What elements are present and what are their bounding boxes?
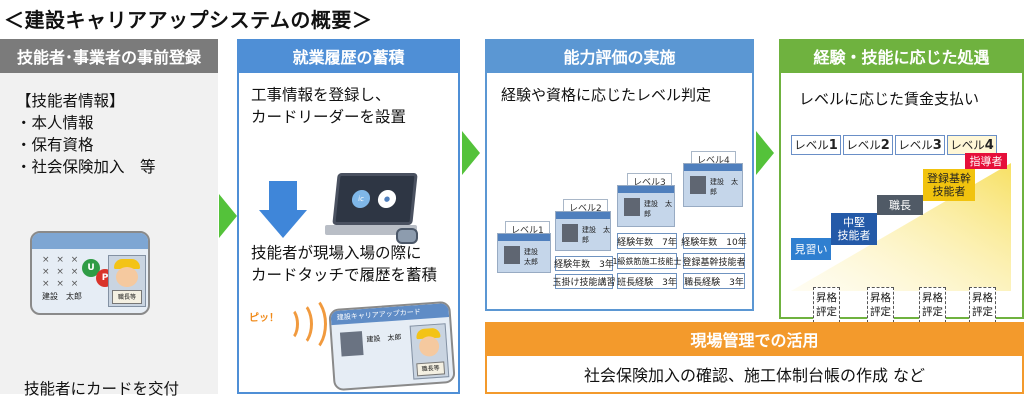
- level-prefix: レベル: [950, 138, 985, 152]
- level4-chip-2: 登録基幹技能者: [683, 253, 746, 269]
- laptop-icon: ic ●: [332, 173, 418, 225]
- worker-info-item-2: ・保有資格: [16, 136, 94, 154]
- card-stripe: [32, 233, 148, 249]
- card-dots: × × ×: [42, 255, 81, 265]
- card-badge-icon: U: [82, 259, 100, 277]
- card-name: 建設 太郎: [524, 248, 545, 266]
- level3-chip-3: 班長経験 3年: [617, 273, 677, 289]
- laptop-screen-icon: ic: [351, 190, 371, 208]
- level-prefix: レベル: [846, 138, 881, 152]
- panel-registration-header: 技能者･事業者の事前登録: [0, 39, 218, 73]
- panel-evaluation: 能力評価の実施 経験や資格に応じたレベル判定 レベル1 建設 太郎 レベル2 建…: [485, 39, 754, 311]
- eval-box-4: 昇格評定: [969, 287, 996, 323]
- history-text-4: カードタッチで履歴を蓄積: [251, 266, 438, 284]
- card-name: 建設 太郎: [710, 178, 738, 196]
- worker-badge: 職長等: [416, 361, 446, 377]
- person-icon: [504, 246, 520, 264]
- eval-box-2: 昇格評定: [867, 287, 894, 323]
- panel-history-header: 就業履歴の蓄積: [237, 39, 460, 73]
- level-number: 4: [984, 137, 994, 153]
- panel-evaluation-body: 経験や資格に応じたレベル判定 レベル1 建設 太郎 レベル2 建設 太郎 経験年…: [485, 73, 754, 311]
- arrow-down-icon: [259, 210, 307, 238]
- wage-growth-wedge: [791, 163, 1011, 291]
- level-number: 1: [828, 137, 838, 153]
- step-instructor: 指導者: [965, 153, 1007, 169]
- panel-evaluation-header: 能力評価の実施: [485, 39, 754, 73]
- worker-info-title: 【技能者情報】: [16, 92, 125, 110]
- card-name: 建設 太郎: [366, 333, 402, 344]
- panel-site-management-body: 社会保険加入の確認、施工体制台帳の作成 など: [485, 356, 1024, 394]
- card-dots: × × ×: [42, 279, 81, 289]
- worker-portrait-icon: 職長等: [409, 323, 450, 380]
- card-photo: [339, 331, 364, 357]
- panel-site-management-header: 現場管理での活用: [485, 322, 1024, 356]
- panel-registration-body: 【技能者情報】 ・本人情報 ・保有資格 ・社会保険加入 等 × × × × × …: [0, 73, 218, 398]
- flow-arrow-icon: [219, 194, 237, 238]
- page-title: ＜建設キャリアアップシステムの概要＞: [4, 8, 373, 32]
- level-card-2: 建設 太郎: [555, 211, 611, 251]
- level2-chip-1: 経験年数 3年: [554, 256, 614, 271]
- history-text-2: カードリーダーを設置: [251, 108, 407, 126]
- card-issue-caption: 技能者にカードを交付: [24, 380, 180, 398]
- worker-badge: 職長等: [112, 290, 142, 304]
- level4-chip-3: 職長経験 3年: [683, 273, 745, 289]
- level3-chip-1: 経験年数 7年: [617, 233, 677, 249]
- level-prefix: レベル: [898, 138, 933, 152]
- level-number: 3: [932, 137, 942, 153]
- flow-arrow-icon: [462, 131, 480, 175]
- level2-chip-2: 玉掛け技能講習: [553, 274, 616, 289]
- person-icon: [562, 224, 578, 242]
- card-name: 建設 太郎: [42, 292, 82, 301]
- level-card-4: 建設 太郎: [683, 163, 743, 207]
- person-icon: [624, 198, 640, 216]
- worker-portrait-icon: 職長等: [108, 255, 146, 307]
- card-dots: × × ×: [42, 267, 81, 277]
- level-card-1: 建設 太郎: [497, 233, 551, 273]
- step-registered-core: 登録基幹技能者: [923, 169, 975, 201]
- signal-wave-icon: [291, 295, 327, 353]
- card-name: 建設 太郎: [582, 226, 610, 244]
- worker-info-item-3: ・社会保険加入 等: [16, 158, 156, 176]
- laptop-base: [325, 225, 417, 235]
- flow-arrow-icon: [756, 131, 774, 175]
- eval-box-3: 昇格評定: [919, 287, 946, 323]
- history-text-1: 工事情報を登録し、: [251, 86, 391, 104]
- beep-text: ピッ！: [249, 313, 279, 324]
- panel-treatment-header: 経験・技能に応じた処遇: [779, 39, 1024, 73]
- panel-history: 就業履歴の蓄積 工事情報を登録し、 カードリーダーを設置 ic ● 技能者が現場…: [237, 39, 460, 394]
- step-apprentice: 見習い: [791, 238, 831, 260]
- person-icon: [690, 176, 706, 194]
- arrow-down-icon: [269, 181, 297, 211]
- panel-history-body: 工事情報を登録し、 カードリーダーを設置 ic ● 技能者が現場入場の際に カー…: [237, 73, 460, 394]
- panel-registration: 技能者･事業者の事前登録 【技能者情報】 ・本人情報 ・保有資格 ・社会保険加入…: [0, 39, 218, 398]
- level-number: 2: [880, 137, 890, 153]
- level4-chip-1: 経験年数 10年: [681, 233, 747, 249]
- step-foreman: 職長: [877, 195, 923, 215]
- eval-box-1: 昇格評定: [813, 287, 840, 323]
- laptop-screen-icon: ●: [377, 190, 397, 208]
- evaluation-subtitle: 経験や資格に応じたレベル判定: [501, 86, 712, 104]
- level3-chip-2: 1級鉄筋施工技能士: [612, 253, 682, 269]
- card-reader-icon: [396, 228, 418, 244]
- treatment-subtitle: レベルに応じた賃金支払い: [799, 90, 980, 108]
- worker-info-item-1: ・本人情報: [16, 114, 94, 132]
- level-card-3: 建設 太郎: [617, 185, 675, 227]
- level-prefix: レベル: [794, 138, 829, 152]
- career-card-image: × × × × × × × × × 建設 太郎 U P 職長等: [30, 231, 150, 315]
- panel-site-management: 現場管理での活用 社会保険加入の確認、施工体制台帳の作成 など: [485, 322, 1024, 394]
- card-name: 建設 太郎: [644, 200, 672, 218]
- step-mid-skilled: 中堅技能者: [831, 213, 877, 245]
- career-card-image: 建設キャリアアップカード 建設 太郎 職長等: [328, 300, 456, 392]
- history-text-3: 技能者が現場入場の際に: [251, 244, 422, 262]
- card-title: 建設キャリアアップカード: [330, 302, 450, 326]
